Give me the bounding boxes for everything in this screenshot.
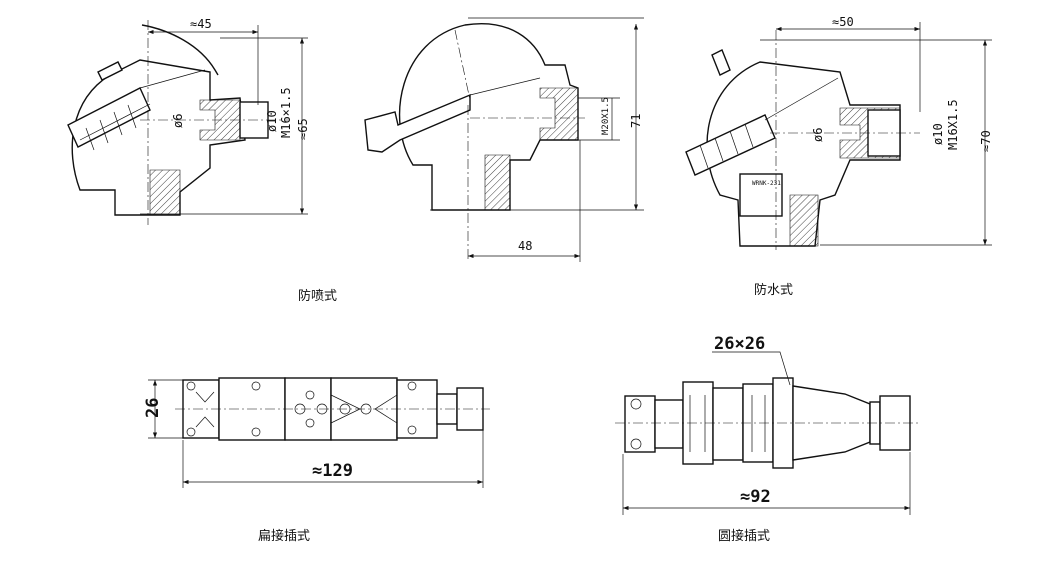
wp-outer-label: ø10 (931, 123, 945, 145)
bore-label: ø6 (171, 114, 185, 128)
nameplate-label: WRNK-231 (752, 180, 781, 187)
thread-label: M16×1.5 (279, 87, 293, 138)
caption-flat-plug: 扁接插式 (258, 528, 310, 544)
flat-height-label: 26 (143, 398, 163, 418)
wp-thread-label: M16X1.5 (946, 99, 960, 150)
wp-bore-label: ø6 (811, 128, 825, 142)
flat-length-label: ≈129 (312, 461, 353, 481)
width-label: ≈45 (190, 17, 212, 31)
dome-height-label: 71 (629, 114, 643, 128)
dome-thread-label: M20X1.5 (601, 97, 611, 135)
spray-proof-head-view: ≈45 ≈65 ø6 ø10 M16×1.5 防喷式 (67, 17, 337, 304)
flat-plug-view: 26 ≈129 扁接插式 (143, 377, 490, 544)
dome-head-view: 71 M20X1.5 48 (364, 17, 644, 262)
outer-diameter-label: ø10 (265, 110, 279, 132)
round-size-label: 26×26 (714, 334, 765, 354)
dome-depth-label: 48 (518, 239, 532, 253)
caption-spray-proof: 防喷式 (298, 288, 337, 304)
caption-round-plug: 圆接插式 (718, 528, 770, 544)
round-plug-view: 26×26 ≈92 圆接插式 (615, 334, 920, 544)
waterproof-head-view: WRNK-231 ≈50 ≈70 ø6 ø10 M16X1.5 防水式 (685, 15, 993, 298)
wp-width-label: ≈50 (832, 15, 854, 29)
caption-waterproof: 防水式 (754, 282, 793, 298)
height-label: ≈65 (296, 118, 310, 140)
wp-height-label: ≈70 (979, 130, 993, 152)
round-length-label: ≈92 (740, 487, 771, 507)
